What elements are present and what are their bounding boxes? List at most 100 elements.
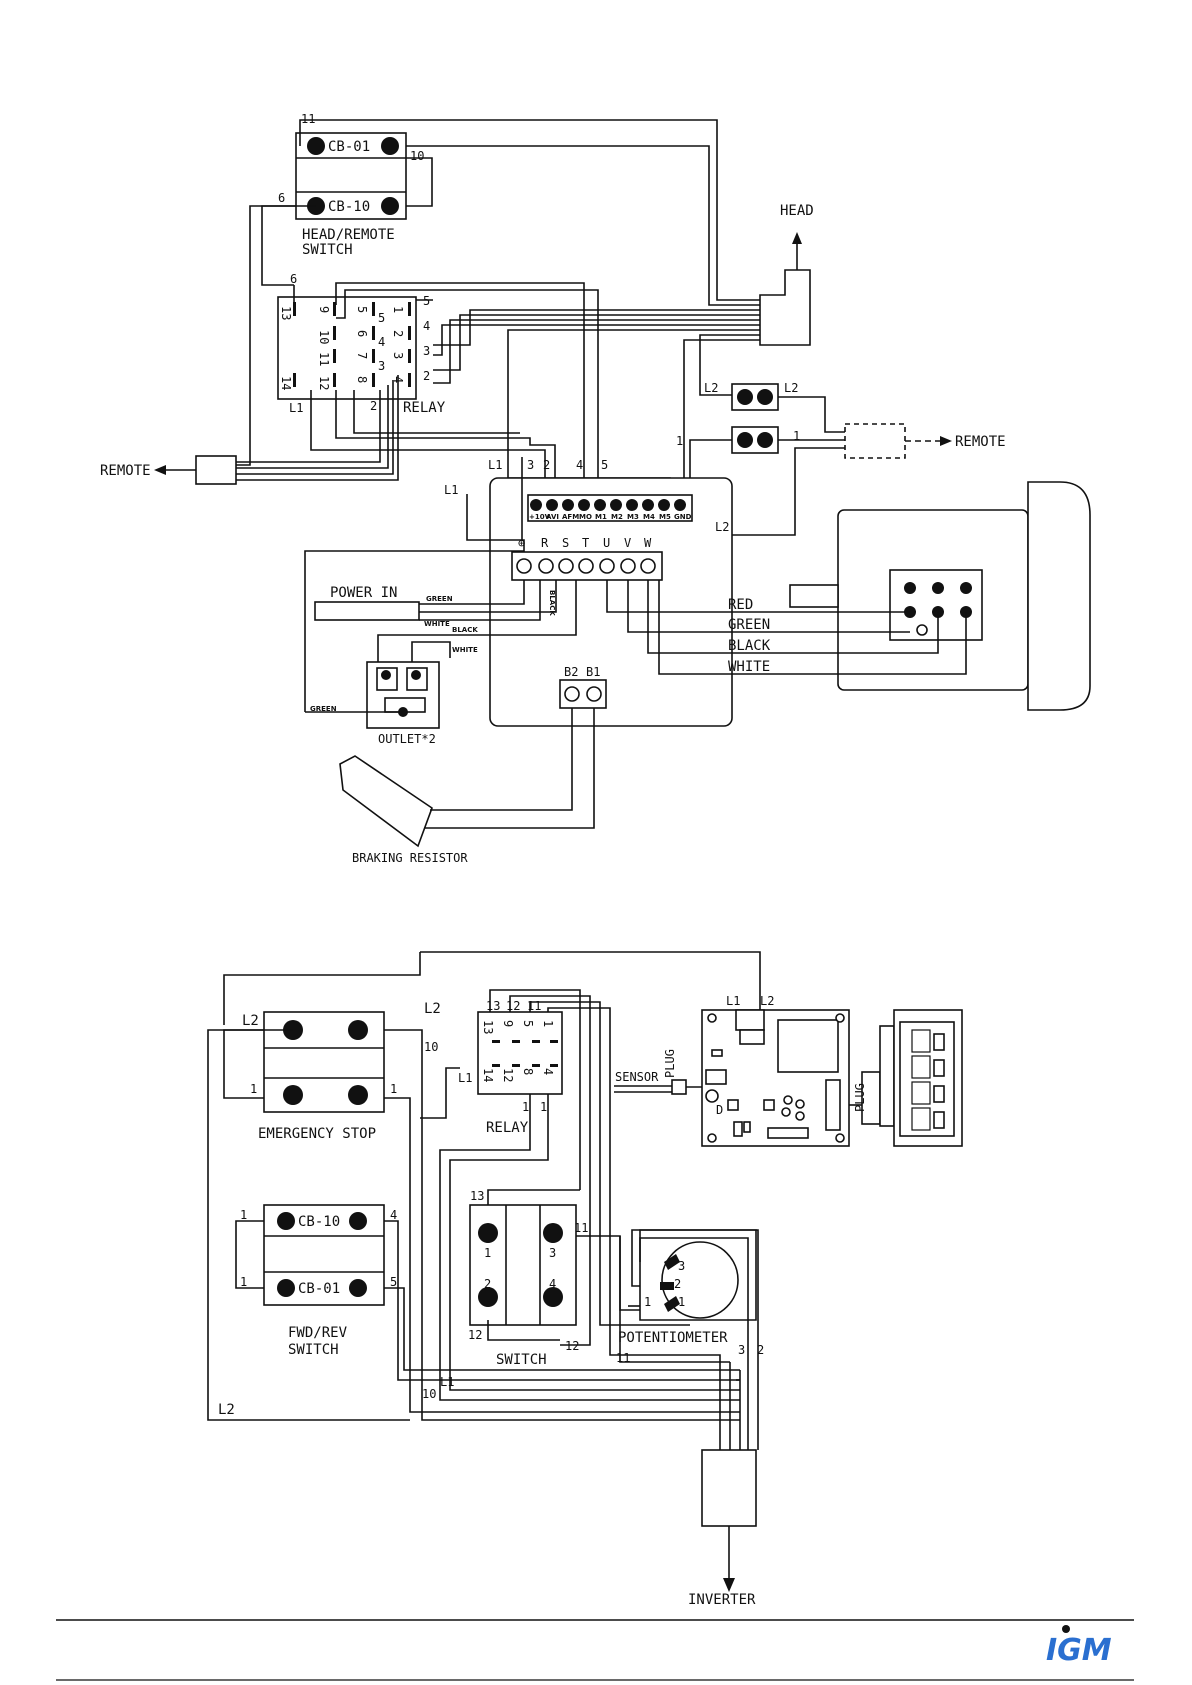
potentiometer: 3 2 1 1 POTENTIOMETER 3 2 bbox=[618, 1229, 764, 1357]
term-2: 2 bbox=[543, 458, 550, 472]
wire-10-label: 10 bbox=[410, 149, 424, 163]
fwd-4: 4 bbox=[390, 1208, 397, 1222]
switch-12b: 12 bbox=[565, 1339, 579, 1353]
estop-10: 10 bbox=[424, 1040, 438, 1054]
relay-pin-11: 11 bbox=[317, 352, 331, 366]
svg-text:M1: M1 bbox=[595, 513, 607, 521]
inverter-unit: +10V AVI AFM MO M1 M2 M3 M4 M5 GND 3 2 4… bbox=[444, 458, 733, 727]
display-plug: PLUG bbox=[853, 1071, 881, 1125]
jumper-1-right: 1 bbox=[793, 429, 800, 443]
bottom-relay-label: RELAY bbox=[486, 1120, 529, 1136]
white-label-2: WHITE bbox=[452, 646, 478, 654]
inv-l1-b: L1 bbox=[444, 483, 458, 497]
switch-2: 2 bbox=[484, 1277, 491, 1291]
terminal-u: U bbox=[603, 536, 610, 550]
inverter-label: INVERTER bbox=[688, 1592, 756, 1608]
wire-l2-bottom: L2 bbox=[218, 1402, 235, 1418]
b1-label: B1 bbox=[586, 665, 600, 679]
jumper-l2: L2 L2 bbox=[704, 381, 798, 411]
top-relay-label: RELAY bbox=[403, 400, 446, 416]
motor-black: BLACK bbox=[728, 638, 771, 654]
led-display bbox=[879, 1009, 963, 1147]
relay-pin-7: 7 bbox=[355, 352, 369, 359]
motor-red: RED bbox=[728, 597, 753, 613]
top-relay-l1: L1 bbox=[289, 401, 303, 415]
fwd-1b: 1 bbox=[240, 1275, 247, 1289]
relay-inner-2: 2 bbox=[370, 399, 377, 413]
estop-l2-left: L2 bbox=[242, 1013, 259, 1029]
igm-logo: IGM bbox=[1046, 1625, 1112, 1668]
pot-out-3: 3 bbox=[738, 1343, 745, 1357]
plug2-label: PLUG bbox=[853, 1083, 867, 1112]
svg-text:M3: M3 bbox=[627, 513, 639, 521]
switch-label: SWITCH bbox=[496, 1352, 547, 1368]
switch-12a: 12 bbox=[468, 1328, 482, 1342]
braking-resistor: BRAKING RESISTOR bbox=[339, 755, 468, 865]
svg-text:AVI: AVI bbox=[546, 513, 559, 521]
white-label-1: WHITE bbox=[424, 620, 450, 628]
brelay-5: 5 bbox=[521, 1020, 535, 1027]
jumper-1-left: 1 bbox=[676, 434, 683, 448]
term-5: 5 bbox=[601, 458, 608, 472]
head-label: HEAD bbox=[780, 203, 814, 219]
pot-1-left: 1 bbox=[644, 1295, 651, 1309]
switch-13: 13 bbox=[470, 1189, 484, 1203]
terminal-block-dots bbox=[530, 499, 686, 511]
brelay-8: 8 bbox=[521, 1068, 535, 1075]
relay-out-2: 2 bbox=[423, 369, 430, 383]
top-relay: 13 9 10 11 14 12 5 6 7 8 1 2 3 4 5 4 3 2… bbox=[277, 272, 446, 416]
pot-3: 3 bbox=[678, 1259, 685, 1273]
pot-2: 2 bbox=[674, 1277, 681, 1291]
board-d-label: D bbox=[716, 1103, 723, 1117]
pot-1: 1 bbox=[678, 1295, 685, 1309]
relay-pin-8: 8 bbox=[355, 376, 369, 383]
relay-pin-5: 5 bbox=[355, 306, 369, 313]
board-l2: L2 bbox=[760, 994, 774, 1008]
fwd-cb10: CB-10 bbox=[298, 1214, 340, 1230]
igm-logo-text: IGM bbox=[1046, 1633, 1112, 1668]
head-remote-switch: CB-01 CB-10 HEAD/REMOTE SWITCH 11 10 6 bbox=[278, 112, 424, 258]
wire-11-bottom: 11 bbox=[616, 1351, 630, 1365]
control-board: D L1 L2 bbox=[701, 994, 850, 1147]
sensor-plug: SENSOR PLUG bbox=[615, 1049, 687, 1095]
brelay-4: 4 bbox=[541, 1068, 555, 1075]
relay-pin-1: 1 bbox=[391, 306, 405, 313]
remote-left-connector: REMOTE bbox=[100, 455, 237, 485]
inv-l2: L2 bbox=[715, 520, 729, 534]
sensor-label: SENSOR bbox=[615, 1070, 659, 1084]
black-label-1: BLACK bbox=[452, 626, 478, 634]
relay-pin-13: 13 bbox=[279, 306, 293, 320]
cb10-label: CB-10 bbox=[328, 199, 370, 215]
motor bbox=[789, 481, 1091, 711]
inverter-connector: INVERTER bbox=[688, 1449, 757, 1608]
svg-text:M2: M2 bbox=[611, 513, 623, 521]
relay-pin-14: 14 bbox=[279, 376, 293, 390]
brelay-14: 14 bbox=[481, 1068, 495, 1082]
braking-resistor-label: BRAKING RESISTOR bbox=[352, 851, 468, 865]
jumper-l2-right: L2 bbox=[784, 381, 798, 395]
switch-4: 4 bbox=[549, 1277, 556, 1291]
term-3: 3 bbox=[527, 458, 534, 472]
motor-white: WHITE bbox=[728, 659, 770, 675]
relay-inner-3: 3 bbox=[378, 359, 385, 373]
board-l1: L1 bbox=[726, 994, 740, 1008]
brelay-9: 9 bbox=[501, 1020, 515, 1027]
terminal-t: T bbox=[582, 536, 589, 550]
estop-l2-top: L2 bbox=[424, 1001, 441, 1017]
relay-out-4: 4 bbox=[423, 319, 430, 333]
svg-text:M4: M4 bbox=[643, 513, 655, 521]
svg-text:AFM: AFM bbox=[562, 513, 579, 521]
fwd-rev-label-2: SWITCH bbox=[288, 1342, 339, 1358]
svg-text:MO: MO bbox=[579, 513, 592, 521]
terminal-v: V bbox=[624, 536, 631, 550]
cb01-label: CB-01 bbox=[328, 139, 370, 155]
brelay-bottom-1b: 1 bbox=[540, 1100, 547, 1114]
remote-left-label: REMOTE bbox=[100, 463, 151, 479]
relay-pin-3: 3 bbox=[391, 352, 405, 359]
relay-out-3: 3 bbox=[423, 344, 430, 358]
brelay-top-13: 13 bbox=[486, 999, 500, 1013]
outlet-label: OUTLET*2 bbox=[378, 732, 436, 746]
svg-text:+10V: +10V bbox=[529, 513, 551, 521]
svg-text:GND: GND bbox=[674, 513, 692, 521]
relay-pin-12: 12 bbox=[317, 376, 331, 390]
